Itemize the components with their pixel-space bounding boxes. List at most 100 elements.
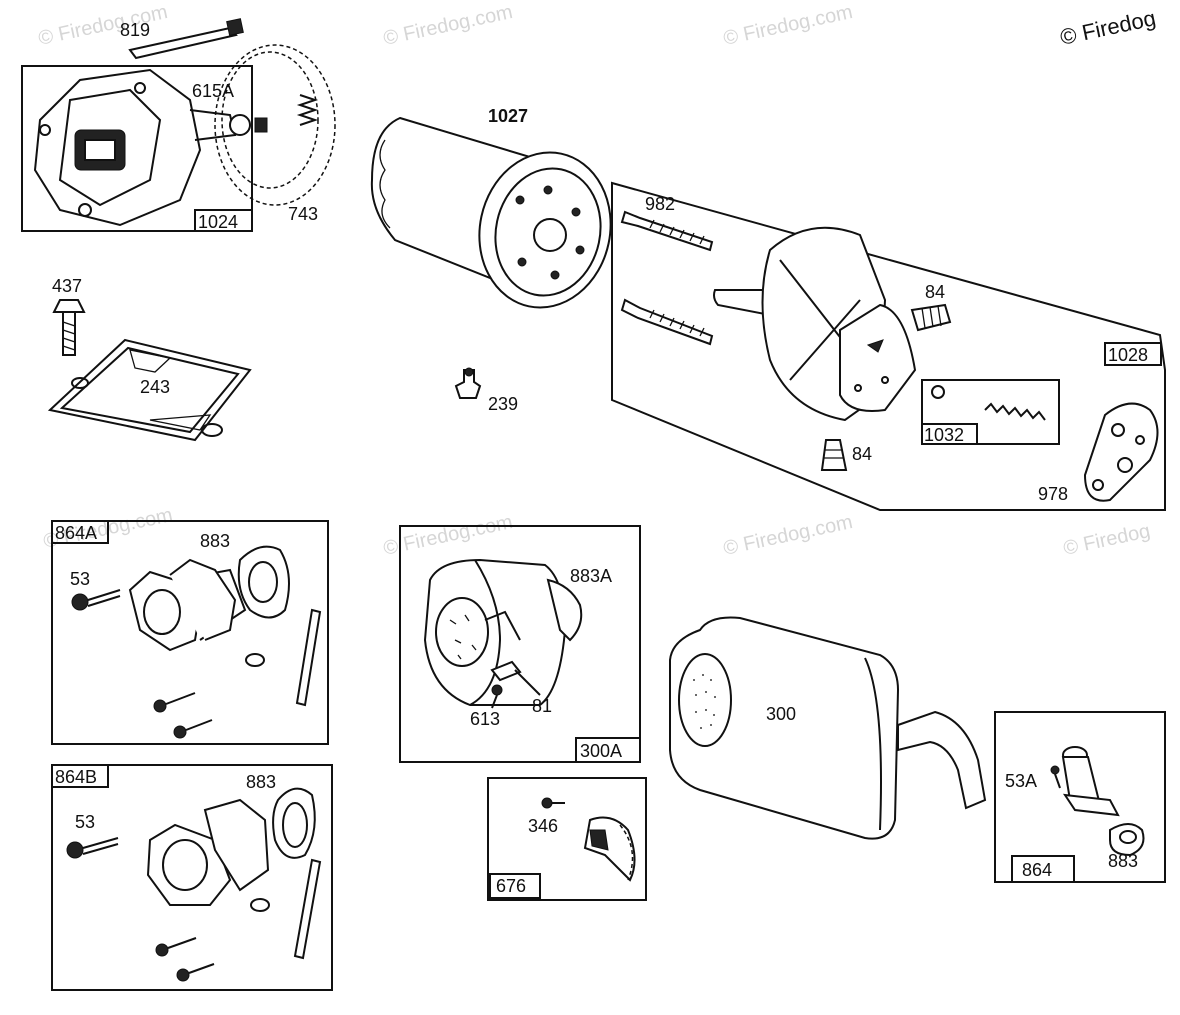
part-label-982: 982 bbox=[645, 194, 675, 214]
elbow-port-b bbox=[162, 839, 208, 891]
leader-lines bbox=[491, 669, 541, 709]
oil-filter-group: 1027 bbox=[370, 106, 612, 309]
deflector bbox=[583, 816, 636, 882]
box-300a-label: 300A bbox=[580, 741, 622, 761]
breather-tube bbox=[713, 289, 771, 317]
bolt-982b-threads bbox=[649, 309, 705, 337]
filter-hole bbox=[515, 195, 525, 205]
exhaust-elbow-864-group: 864 53A 883 bbox=[994, 711, 1166, 883]
muffler-300-seam bbox=[864, 657, 882, 831]
bolt-613 bbox=[491, 684, 503, 696]
pump-hole bbox=[78, 203, 92, 217]
gasket-883-c-hole bbox=[1119, 830, 1137, 844]
box-864b-label-frame bbox=[51, 764, 109, 788]
muffler-body bbox=[423, 558, 567, 706]
bolt-53-shank bbox=[82, 837, 119, 855]
part-label-81: 81 bbox=[532, 696, 552, 716]
ball-1032 bbox=[931, 385, 945, 399]
plug-84a-threads bbox=[921, 305, 942, 329]
watermark: © Firedog.com bbox=[721, 511, 854, 560]
pin-819 bbox=[128, 26, 238, 60]
filter-hole bbox=[575, 245, 585, 255]
watermark: © Firedog.com bbox=[721, 1, 854, 50]
elbow-pipe-b bbox=[203, 798, 270, 892]
elbow-flange2 bbox=[169, 558, 237, 641]
exhaust-elbow-864a-group: 864A 883 53 bbox=[51, 520, 329, 745]
pump-hole bbox=[134, 82, 146, 94]
bolt-982 bbox=[620, 210, 714, 252]
box-864b-frame bbox=[51, 764, 333, 991]
box-1032-label: 1032 bbox=[924, 425, 964, 445]
box-864a-frame bbox=[51, 520, 329, 745]
bolt-53-shank bbox=[87, 589, 121, 607]
part-label-615a: 615A bbox=[192, 81, 234, 101]
oil-pump-face bbox=[58, 88, 162, 207]
oil-pump-group: 1024 819 615A 743 bbox=[21, 18, 336, 232]
spring-1032 bbox=[984, 402, 1046, 421]
part-label-743: 743 bbox=[288, 204, 318, 224]
gasket-tab bbox=[71, 377, 89, 389]
box-676-label: 676 bbox=[496, 876, 526, 896]
bolt-53-head bbox=[66, 841, 84, 859]
screw-346 bbox=[541, 797, 553, 809]
part-label-883-b: 883 bbox=[246, 772, 276, 792]
box-864-frame bbox=[994, 711, 1166, 883]
muffler-300a-group: 300A 883A 613 81 bbox=[399, 525, 641, 763]
part-label-84a: 84 bbox=[925, 282, 945, 302]
part-label-346: 346 bbox=[528, 816, 558, 836]
box-1028-label: 1028 bbox=[1108, 345, 1148, 365]
pump-pickup-615a bbox=[229, 114, 251, 136]
gasket-883-a-hole bbox=[248, 561, 278, 603]
gasket-978-hole bbox=[1135, 435, 1145, 445]
screen-spring bbox=[296, 94, 319, 126]
part-label-613: 613 bbox=[470, 709, 500, 729]
gasket-978-hole bbox=[1092, 479, 1104, 491]
gasket-883a bbox=[546, 578, 583, 642]
box-1032-frame bbox=[921, 379, 1060, 445]
part-label-437: 437 bbox=[52, 276, 82, 296]
part-label-819: 819 bbox=[120, 20, 150, 40]
part-label-53a: 53A bbox=[1005, 771, 1037, 791]
screw-53a bbox=[1050, 765, 1060, 775]
breather-ribs bbox=[779, 259, 861, 381]
clamp-81 bbox=[484, 610, 521, 641]
part-label-53-a: 53 bbox=[70, 569, 90, 589]
muffler-holes bbox=[449, 614, 477, 660]
small-cap bbox=[250, 898, 270, 912]
box-864a-label-frame bbox=[51, 520, 109, 544]
breather-group: 1028 982 84 84 1032 978 bbox=[611, 181, 1166, 511]
deflector-676-group: 676 346 bbox=[487, 777, 647, 901]
bolt-982-threads bbox=[649, 219, 705, 245]
filter-hole bbox=[517, 257, 527, 267]
part-label-978: 978 bbox=[1038, 484, 1068, 504]
deflector-edge bbox=[619, 824, 634, 881]
box-676-frame bbox=[487, 777, 647, 901]
filter-grip bbox=[379, 139, 391, 229]
exhaust-elbow-864b-group: 864B 883 53 bbox=[51, 764, 333, 991]
box-864-label: 864 bbox=[1022, 860, 1052, 880]
gasket-883-b-hole bbox=[282, 802, 308, 848]
gasket-978-hole bbox=[1117, 457, 1133, 473]
screw-shank bbox=[167, 937, 197, 949]
pin-819-head bbox=[226, 18, 244, 36]
gasket-978-hole bbox=[1111, 423, 1125, 437]
box-300a-label-frame bbox=[575, 737, 641, 763]
pump-rotor-inner bbox=[84, 139, 116, 161]
gasket-243-hatch bbox=[129, 349, 212, 431]
elbow-864-flange bbox=[1062, 793, 1120, 817]
bolt-437-head bbox=[52, 299, 86, 313]
box-1032-label-frame bbox=[921, 423, 978, 445]
screw-shank bbox=[188, 963, 215, 974]
filter-hole bbox=[550, 270, 560, 280]
part-label-300: 300 bbox=[766, 704, 796, 724]
box-864a-label: 864A bbox=[55, 523, 97, 543]
oil-screen-743 bbox=[214, 44, 336, 206]
part-label-84b: 84 bbox=[852, 444, 872, 464]
box-1028-label-frame bbox=[1104, 342, 1162, 366]
box-1024-frame bbox=[21, 65, 253, 232]
box-300a-frame bbox=[399, 525, 641, 763]
part-label-883a-upper: 883A bbox=[570, 566, 612, 586]
part-label-1027: 1027 bbox=[488, 106, 528, 126]
